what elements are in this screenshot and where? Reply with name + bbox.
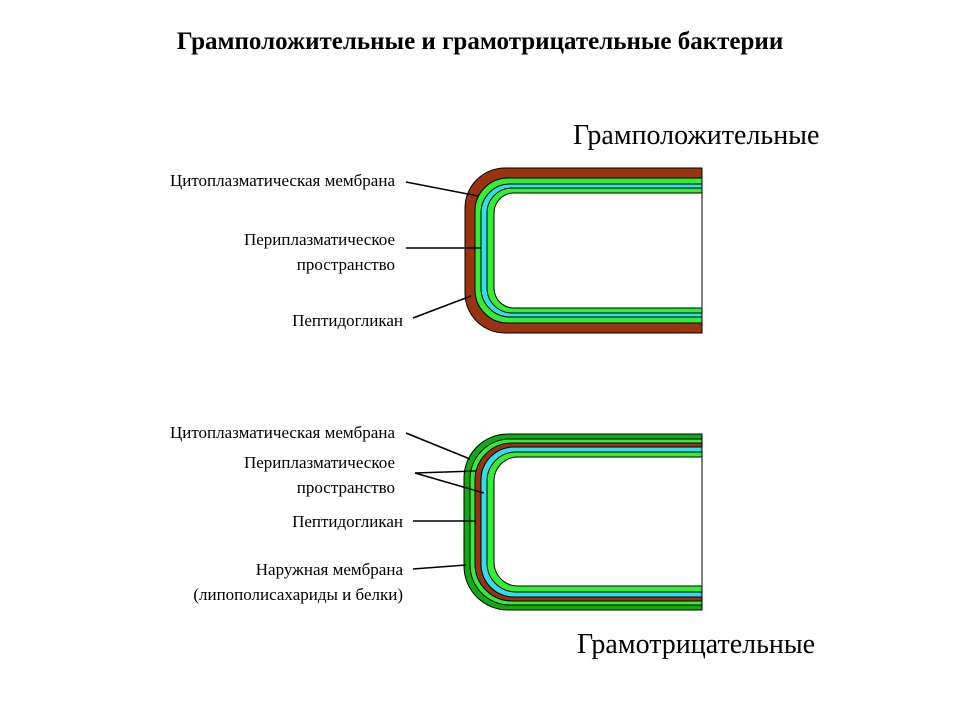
gram-positive-heading: Грамположительные — [573, 120, 820, 151]
gram-positive-cell-wall — [464, 167, 703, 334]
gp-label-periplasmic-space-line2: пространство — [296, 255, 395, 274]
gn-leader-periplasmic-space-b — [414, 472, 485, 494]
gn-label-periplasmic-space-line1: Периплазматическое — [243, 453, 395, 472]
gn-cytoplasm — [493, 456, 703, 587]
gp-label-peptidoglycan: Пептидогликан — [292, 311, 403, 330]
gp-leader-lines — [405, 181, 481, 319]
gn-leader-lines — [405, 432, 485, 570]
gn-label-outer-membrane-line1: Наружная мембрана — [255, 560, 403, 579]
gram-negative-heading: Грамотрицательные — [577, 629, 816, 660]
gn-leader-cytoplasmic-membrane — [405, 432, 471, 460]
gp-leader-peptidoglycan — [412, 295, 472, 319]
gn-label-cytoplasmic-membrane: Цитоплазматическая мембрана — [169, 423, 395, 442]
gn-label-peptidoglycan: Пептидогликан — [292, 512, 403, 531]
gn-label-periplasmic-space-line2: пространство — [296, 478, 395, 497]
gram-negative-cell-wall — [463, 433, 703, 611]
gp-cytoplasm — [493, 192, 703, 309]
gp-label-periplasmic-space-line1: Периплазматическое — [243, 230, 395, 249]
gp-leader-cytoplasmic-membrane — [405, 181, 479, 197]
gn-label-outer-membrane-line2: (липополисахариды и белки) — [193, 585, 403, 604]
gn-leader-periplasmic-space-a — [414, 470, 477, 474]
gn-leader-outer-membrane — [412, 564, 467, 570]
slide-title: Грамположительные и грамотрицательные ба… — [176, 28, 784, 55]
gp-label-cytoplasmic-membrane: Цитоплазматическая мембрана — [169, 171, 395, 190]
